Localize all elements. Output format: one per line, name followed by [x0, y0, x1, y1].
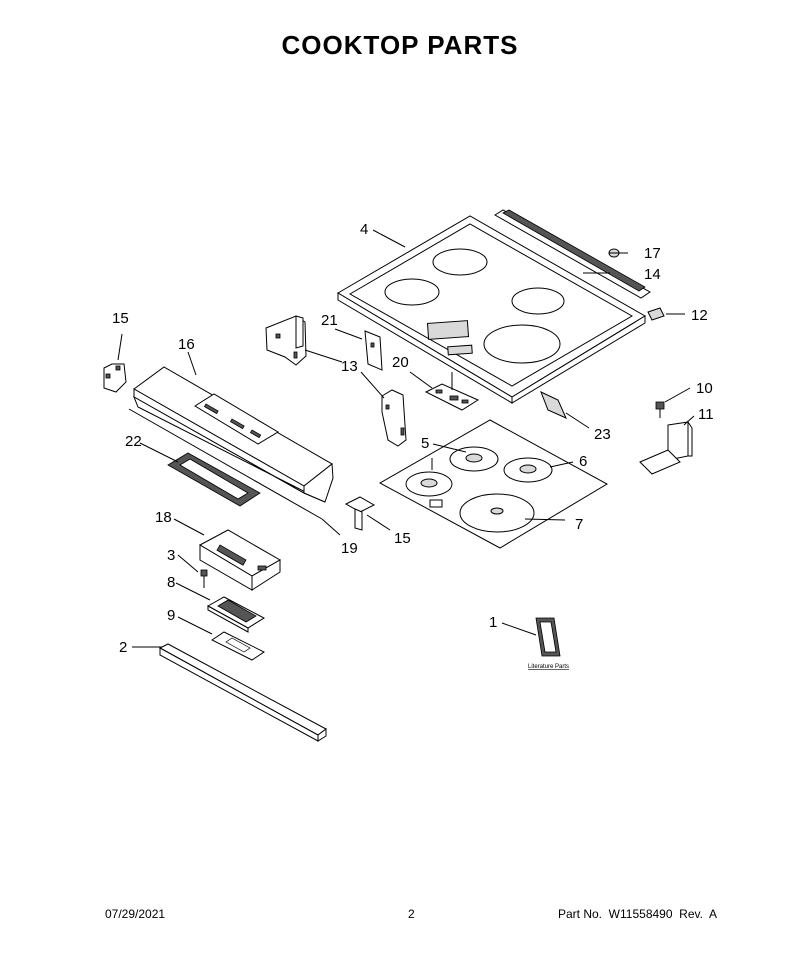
- footer-part-number: Part No. W11558490 Rev. A: [558, 907, 717, 921]
- encoder-8-part: [206, 596, 266, 633]
- end-bracket-15-right-part: [344, 496, 376, 531]
- gasket-22-part: [167, 452, 261, 507]
- callout-14: 14: [644, 266, 661, 283]
- page-title: COOKTOP PARTS: [281, 30, 519, 60]
- literature-parts-label: Literature Parts: [528, 664, 569, 670]
- callout-20: 20: [392, 354, 409, 371]
- callout-13: 13: [341, 358, 358, 375]
- screw-3-part: [200, 569, 208, 588]
- callout-15-right: 15: [394, 530, 411, 547]
- callout-18: 18: [155, 509, 172, 526]
- cooktop-glass-part: [337, 215, 646, 404]
- leader-lines: [117, 229, 695, 648]
- callout-1: 1: [489, 614, 497, 631]
- control-board-20-part: [424, 372, 480, 411]
- module-18-part: [198, 529, 282, 591]
- callout-9: 9: [167, 607, 175, 624]
- trim-rail-2-part: [158, 643, 327, 742]
- bracket-11-part: [639, 420, 693, 475]
- callout-10: 10: [696, 380, 713, 397]
- footer-page-number: 2: [408, 907, 415, 921]
- callout-5: 5: [421, 435, 429, 452]
- callout-16: 16: [178, 336, 195, 353]
- callout-17: 17: [644, 245, 661, 262]
- callout-19: 19: [341, 540, 358, 557]
- callout-4: 4: [360, 221, 368, 238]
- bracket-9-part: [211, 631, 265, 661]
- rod-19-part: [128, 408, 323, 520]
- bracket-21-part: [364, 330, 383, 371]
- callout-21: 21: [321, 312, 338, 329]
- callout-23: 23: [594, 426, 611, 443]
- screw-10-part: [655, 401, 665, 418]
- burner-base-part: [378, 419, 609, 549]
- callout-15-left: 15: [112, 310, 129, 327]
- callout-2: 2: [119, 639, 127, 656]
- callout-12: 12: [691, 307, 708, 324]
- callout-7: 7: [575, 516, 583, 533]
- literature-1-part: [535, 617, 561, 657]
- callout-3: 3: [167, 547, 175, 564]
- bracket-23-part: [540, 391, 567, 419]
- control-panel-16-part: [133, 366, 334, 503]
- callout-8: 8: [167, 574, 175, 591]
- callout-11: 11: [698, 406, 714, 423]
- bracket-13-right-part: [381, 389, 407, 447]
- footer-date: 07/29/2021: [105, 907, 166, 921]
- callout-6: 6: [579, 453, 587, 470]
- clip-12-part: [647, 307, 665, 321]
- bracket-13-left-part: [265, 315, 307, 366]
- end-bracket-15-left-part: [103, 363, 127, 393]
- rear-trim-part: [494, 209, 651, 299]
- callout-22: 22: [125, 433, 142, 450]
